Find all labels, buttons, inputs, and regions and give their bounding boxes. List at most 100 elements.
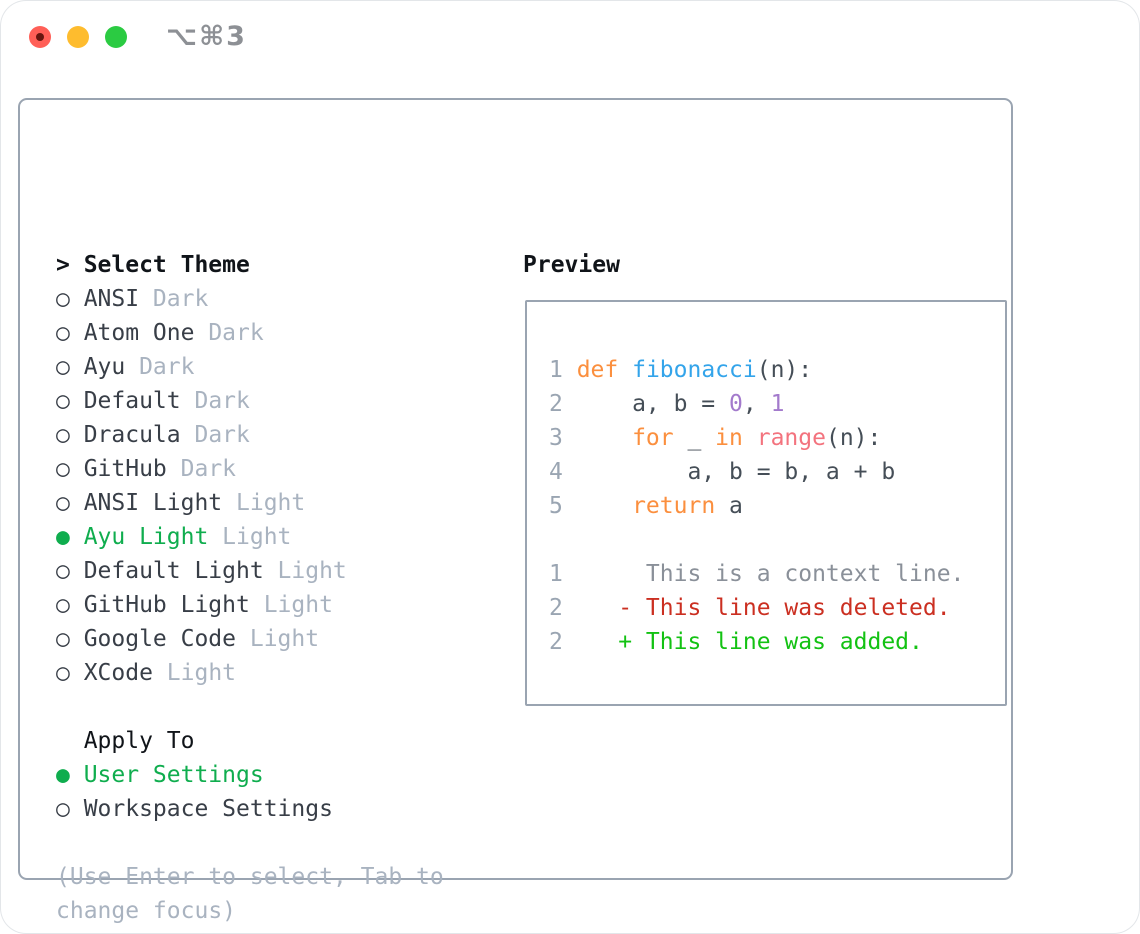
radio-icon: ○ [56,422,70,448]
apply-option-label: Workspace Settings [83,796,333,822]
theme-variant: Dark [208,320,264,346]
code-token: a, b = b, a + b [576,459,896,485]
theme-option[interactable]: ○ Atom One Dark [56,316,444,350]
code-token: a [715,493,743,519]
theme-variant: Dark [194,388,250,414]
diff-line: 2 - This line was deleted. [549,591,964,625]
radio-icon: ○ [56,320,70,346]
radio-icon: ○ [56,626,70,652]
code-token [577,493,632,519]
theme-name: Google Code [83,626,237,652]
code-token: return [632,493,716,519]
code-token: , [742,391,771,417]
code-token: def [576,357,619,383]
line-number: 5 [549,493,563,519]
radio-icon: ● [56,524,70,550]
theme-name: Default Light [83,558,264,584]
code-token: 0 [729,391,743,417]
code-token: range [756,425,826,451]
line-number: 2 [549,629,563,655]
theme-section-header: > Select Theme [56,248,444,282]
code-text: a, b = 0, 1 [576,387,785,421]
theme-name: ANSI [83,286,140,312]
radio-icon: ○ [56,796,70,822]
apply-option[interactable]: ○ Workspace Settings [56,792,444,826]
theme-name: Atom One [83,320,195,346]
radio-icon: ○ [56,558,70,584]
close-button[interactable] [29,26,51,48]
code-token [618,357,632,383]
minimize-button[interactable] [67,26,89,48]
line-number: 3 [549,425,563,451]
radio-icon: ○ [56,286,70,312]
zoom-button[interactable] [105,26,127,48]
theme-option[interactable]: ○ Dracula Dark [56,418,444,452]
theme-variant: Dark [152,286,209,312]
theme-variant: Light [236,490,306,516]
apply-list: ●User Settings ○ Workspace Settings [56,758,444,826]
theme-variant: Dark [139,354,195,380]
theme-option[interactable]: ○ Google Code Light [56,622,444,656]
line-number: 4 [549,459,563,485]
theme-variant: Light [277,558,347,584]
window-shortcut-label: ⌥⌘3 [166,21,247,52]
apply-option-label: User Settings [83,762,264,788]
line-number: 1 [549,561,563,587]
code-token: for [632,425,674,451]
code-token: (n): [825,425,882,451]
theme-section-title: Select Theme [83,252,250,278]
code-line: 5 return a [549,489,964,523]
code-token: fibonacci [632,357,757,383]
theme-name: Dracula [83,422,181,448]
code-token [577,425,632,451]
code-token: 1 [770,391,785,417]
theme-option[interactable]: ○ Ayu Dark [56,350,444,384]
theme-variant: Light [222,524,292,550]
cursor-icon: > [56,252,70,278]
diff-text: This is a context line. [576,561,965,587]
theme-option[interactable]: ○ GitHub Dark [56,452,444,486]
theme-name: ANSI Light [83,490,223,516]
code-text: for _ in range(n): [577,421,882,455]
theme-name: Ayu Light [83,524,209,550]
theme-name: GitHub Light [83,592,250,618]
diff-text: - This line was deleted. [576,595,951,621]
theme-name: GitHub [83,456,167,482]
theme-variant: Light [249,626,320,652]
radio-icon: ○ [56,354,70,380]
code-token [743,425,757,451]
apply-option[interactable]: ●User Settings [56,758,444,792]
code-line: 2 a, b = 0, 1 [549,387,964,421]
radio-icon: ○ [56,660,70,686]
theme-option[interactable]: ● Ayu Light Light [56,520,444,554]
code-line: 3 for _ in range(n): [549,421,964,455]
code-text: return a [577,489,743,523]
theme-variant: Dark [194,422,250,448]
line-number: 2 [549,595,563,621]
traffic-lights [29,26,127,48]
theme-option[interactable]: ○ Default Light Light [56,554,444,588]
code-token: _ [673,425,716,451]
code-text: a, b = b, a + b [576,455,896,489]
theme-option[interactable]: ○ ANSI Dark [56,282,444,316]
theme-name: Ayu [83,354,126,380]
radio-icon: ○ [56,592,70,618]
diff-lines: 1 This is a context line. 2 - This line w… [549,557,964,659]
theme-variant: Light [166,660,237,686]
code-text: def fibonacci(n): [577,353,812,387]
help-line-2: change focus) [56,898,237,924]
code-token: a, b = [576,391,730,417]
radio-icon: ○ [56,456,70,482]
theme-variant: Dark [180,456,237,482]
close-button-inner-dot-icon [36,33,44,41]
